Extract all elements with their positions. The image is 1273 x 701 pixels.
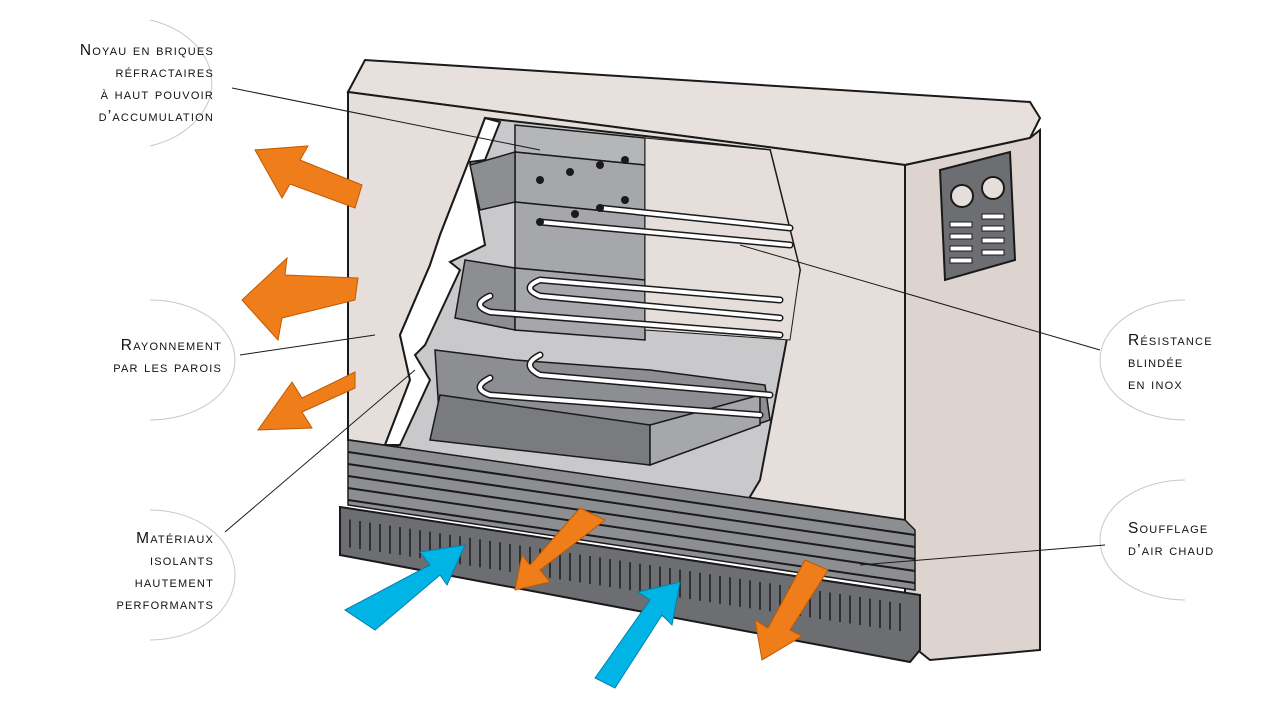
label-radiation: Rayonnement par les parois bbox=[113, 337, 222, 376]
callout-circle-insulation bbox=[149, 509, 236, 641]
air-outlet-grille bbox=[347, 439, 916, 591]
label-airflow: Soufflage d’air chaud bbox=[1128, 520, 1215, 559]
hot-air-arrow-icon bbox=[241, 145, 829, 661]
label-resistance: Résistance blindée en inox bbox=[1128, 332, 1213, 393]
label-core: Noyau en briques réfractaires à haut pou… bbox=[79, 42, 214, 125]
cold-air-arrow-icon bbox=[344, 544, 681, 689]
control-knob-icon[interactable] bbox=[950, 176, 1005, 208]
callout-circle-airflow bbox=[1099, 479, 1186, 601]
leader-resistance bbox=[739, 244, 1101, 351]
label-insulation: Matériaux isolants hautement performants bbox=[116, 530, 214, 613]
leader-core bbox=[231, 87, 541, 151]
callout-circle-resistance bbox=[1099, 299, 1186, 421]
callout-circle-radiation bbox=[149, 299, 236, 421]
control-panel bbox=[938, 150, 1017, 282]
callout-circle-core bbox=[149, 19, 213, 147]
leader-insulation bbox=[224, 369, 416, 533]
leader-airflow bbox=[859, 544, 1106, 566]
leader-radiation bbox=[239, 334, 376, 356]
insulation-wall bbox=[383, 116, 502, 446]
